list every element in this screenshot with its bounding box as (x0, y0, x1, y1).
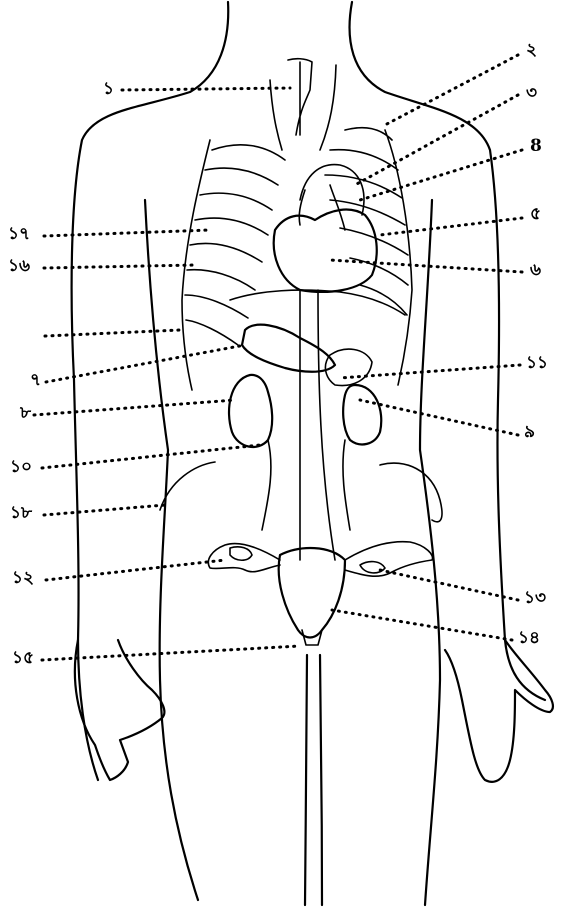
label-7: ৭ (30, 372, 41, 389)
leader-7 (46, 345, 245, 382)
leader-4 (360, 150, 522, 200)
left-leg-inner (305, 655, 307, 905)
left-inner-arm (145, 200, 198, 900)
body-left-outline (72, 2, 229, 780)
left-hip-bone (160, 462, 215, 510)
label-13: ১৩ (524, 590, 546, 607)
leader-18 (44, 505, 165, 515)
leader-16 (44, 265, 195, 268)
label-9: ৯ (524, 424, 535, 441)
label-10: ১০ (10, 459, 32, 476)
leader-11 (340, 365, 520, 378)
leader-1 (122, 88, 290, 90)
label-15: ১৫ (12, 650, 34, 667)
liver (242, 325, 335, 372)
uterus (279, 548, 345, 637)
leader-17 (44, 230, 210, 236)
body-right-outline (350, 2, 545, 700)
label-17: ১৭ (8, 226, 30, 243)
trachea (288, 59, 312, 135)
left-kidney (229, 375, 272, 447)
right-kidney (343, 385, 381, 444)
leader-15 (42, 646, 300, 660)
label-3: ৩ (526, 85, 537, 102)
leader-9 (360, 400, 518, 435)
label-4: 8 (530, 138, 542, 155)
aorta-descending (300, 290, 335, 560)
label-11: ১১ (526, 355, 548, 372)
leader-12 (46, 560, 225, 580)
label-1: ১ (103, 81, 114, 98)
label-18: ১৮ (10, 505, 32, 522)
ribcage-right (325, 128, 412, 385)
label-2: ২ (526, 42, 537, 59)
leader-14 (332, 610, 512, 640)
label-14: ১৪ (518, 630, 540, 647)
leader-unlabeled (45, 330, 180, 336)
label-6: ৬ (530, 262, 541, 279)
right-hip-bone (380, 463, 442, 522)
right-hand (445, 640, 553, 782)
leader-5 (380, 218, 522, 235)
left-hand (75, 640, 165, 780)
right-leg-inner (320, 655, 322, 905)
leader-6 (330, 260, 522, 272)
label-8: ৮ (20, 405, 31, 422)
left-tube-ovary (208, 543, 280, 571)
label-5: ৫ (530, 206, 541, 223)
label-12: ১২ (12, 570, 34, 587)
heart (274, 210, 377, 292)
leader-8 (34, 400, 235, 415)
label-16: ১৬ (8, 258, 30, 275)
leader-13 (380, 570, 518, 600)
ureters (262, 440, 350, 530)
